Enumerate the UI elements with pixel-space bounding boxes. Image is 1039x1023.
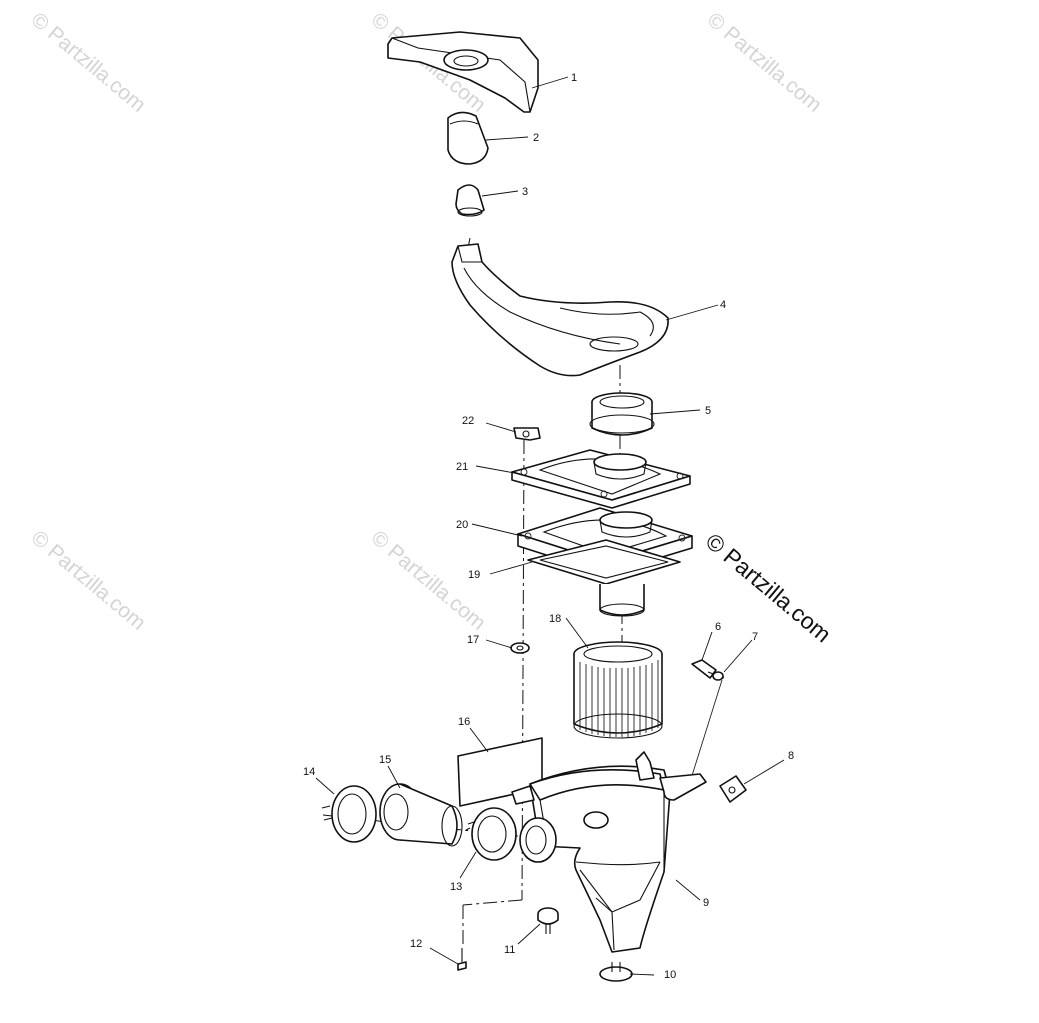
callout-7: 7 — [752, 631, 758, 643]
part-9-airbox — [511, 751, 707, 953]
callout-9: 9 — [703, 897, 709, 909]
callout-11: 11 — [504, 944, 515, 956]
lid-outlet-tube — [599, 584, 645, 617]
part-14-clamp — [321, 785, 377, 843]
watermark-text: © Partzilla.com — [27, 8, 150, 117]
part-10-drain — [599, 962, 633, 982]
part-4-intake-duct — [451, 243, 669, 377]
bolt-axis-line — [521, 439, 525, 901]
callout-20: 20 — [456, 519, 468, 531]
callout-8: 8 — [788, 750, 794, 762]
callout-10: 10 — [664, 969, 676, 981]
part-8-clip-block — [719, 775, 747, 803]
part-11-plug — [537, 907, 559, 934]
callout-4: 4 — [720, 299, 726, 311]
part-2-grommet — [447, 111, 489, 165]
bolt-axis-offset — [462, 899, 523, 906]
callout-labels: 1 2 3 4 5 6 7 8 9 10 11 12 13 14 15 16 1… — [303, 72, 794, 981]
callout-14: 14 — [303, 766, 315, 778]
part-17-nut — [510, 642, 530, 654]
callout-18: 18 — [549, 613, 561, 625]
callout-2: 2 — [533, 132, 539, 144]
part-22-clip — [513, 427, 541, 441]
watermark-text: © Partzilla.com — [703, 8, 826, 117]
callout-5: 5 — [705, 405, 711, 417]
part-15-hose — [379, 783, 463, 847]
part-1-plate — [387, 31, 539, 113]
part-13-clamp — [465, 807, 517, 861]
callout-1: 1 — [571, 72, 577, 84]
callout-15: 15 — [379, 754, 391, 766]
watermark-text: © Partzilla.com — [27, 526, 150, 635]
part-21-top-cover — [511, 449, 691, 509]
callout-19: 19 — [468, 569, 480, 581]
part-7-washer — [675, 671, 724, 787]
part-12-screw — [457, 948, 467, 971]
callout-22: 22 — [462, 415, 474, 427]
leader-lines — [315, 76, 785, 976]
callout-12: 12 — [410, 938, 422, 950]
part-19-gasket — [527, 539, 681, 585]
callout-17: 17 — [467, 634, 479, 646]
part-3-cap — [455, 184, 485, 217]
callout-21: 21 — [456, 461, 468, 473]
callout-3: 3 — [522, 186, 528, 198]
callout-13: 13 — [450, 881, 462, 893]
part-5-coupler — [589, 392, 655, 436]
callout-16: 16 — [458, 716, 470, 728]
part-18-air-filter — [573, 641, 663, 739]
callout-6: 6 — [715, 621, 721, 633]
